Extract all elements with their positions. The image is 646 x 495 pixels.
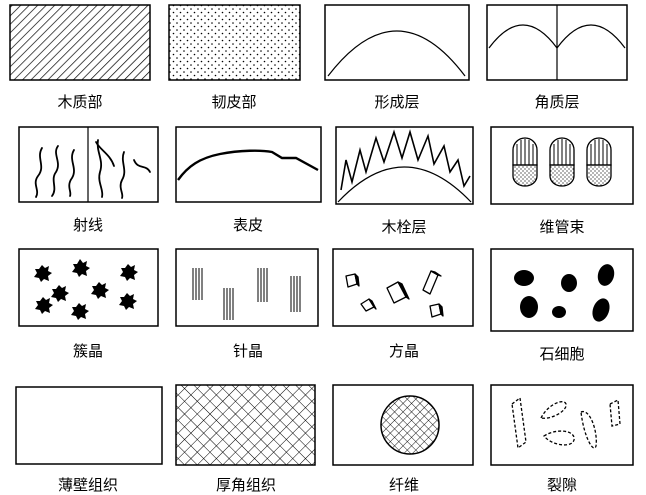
- needle-crystals: [192, 268, 301, 320]
- stone-cells: [514, 264, 615, 322]
- cork-label: 木栓层: [381, 218, 426, 236]
- legend-item-collenchyma: 厚角组织: [175, 384, 316, 494]
- vascular-bundle-unit: [586, 137, 612, 187]
- keratin-arc-right: [556, 24, 626, 49]
- legend-item-xylem: 木质部: [9, 4, 151, 111]
- cork-arc: [337, 166, 472, 203]
- stone-frame: [490, 248, 634, 332]
- collenchyma-symbol: [175, 384, 316, 466]
- ray-label: 射线: [73, 216, 103, 234]
- stone-label: 石细胞: [539, 345, 584, 363]
- keratin-label: 角质层: [534, 93, 579, 111]
- phloem-label: 韧皮部: [211, 93, 256, 111]
- vascular-label: 维管束: [539, 218, 584, 236]
- legend-item-phloem: 韧皮部: [168, 4, 301, 111]
- cork-zigzag: [340, 129, 471, 191]
- epidermis-line: [177, 149, 319, 181]
- fiber-label: 纤维: [389, 476, 419, 494]
- fiber-circle: [380, 395, 440, 455]
- xylem-label: 木质部: [57, 93, 102, 111]
- xylem-symbol: [9, 4, 151, 81]
- cleft-label: 裂隙: [547, 476, 577, 494]
- legend-item-cluster-crystal: 簇晶: [18, 248, 159, 360]
- needle-label: 针晶: [233, 342, 263, 360]
- epidermis-frame: [175, 126, 322, 203]
- cluster-label: 簇晶: [73, 342, 103, 360]
- legend-item-prism-crystal: 方晶: [332, 248, 474, 360]
- legend-item-keratin-layer: 角质层: [486, 4, 628, 111]
- ray-lines: [34, 139, 151, 199]
- cambium-arc: [327, 30, 466, 77]
- legend-item-thin-wall-tissue: 薄壁组织: [15, 386, 163, 494]
- thin-wall-label: 薄壁组织: [58, 476, 118, 494]
- thin-wall-symbol: [15, 386, 163, 465]
- keratin-arc-left: [488, 24, 558, 49]
- legend-item-cleft: 裂隙: [490, 384, 634, 494]
- legend-item-stone-cell: 石细胞: [490, 248, 634, 363]
- cambium-label: 形成层: [374, 93, 419, 111]
- legend-item-ray: 射线: [18, 126, 159, 234]
- legend-item-cambium: 形成层: [324, 4, 470, 111]
- cambium-frame: [324, 4, 470, 81]
- legend-item-fiber: 纤维: [332, 384, 474, 494]
- cluster-crystals: [34, 259, 138, 320]
- legend-item-needle-crystal: 针晶: [175, 248, 319, 360]
- cork-frame: [335, 126, 474, 205]
- collenchyma-label: 厚角组织: [216, 476, 276, 494]
- cluster-frame: [18, 248, 159, 327]
- legend-item-epidermis: 表皮: [175, 126, 322, 234]
- cleft-shapes: [511, 396, 621, 450]
- legend-item-vascular-bundle: 维管束: [490, 126, 634, 236]
- phloem-symbol: [168, 4, 301, 81]
- vascular-bundle-unit: [549, 137, 575, 187]
- vascular-bundle-unit: [512, 137, 538, 187]
- prism-crystals: [345, 270, 444, 318]
- prism-label: 方晶: [389, 342, 419, 360]
- epidermis-label: 表皮: [233, 216, 263, 234]
- legend-item-cork: 木栓层: [335, 126, 474, 236]
